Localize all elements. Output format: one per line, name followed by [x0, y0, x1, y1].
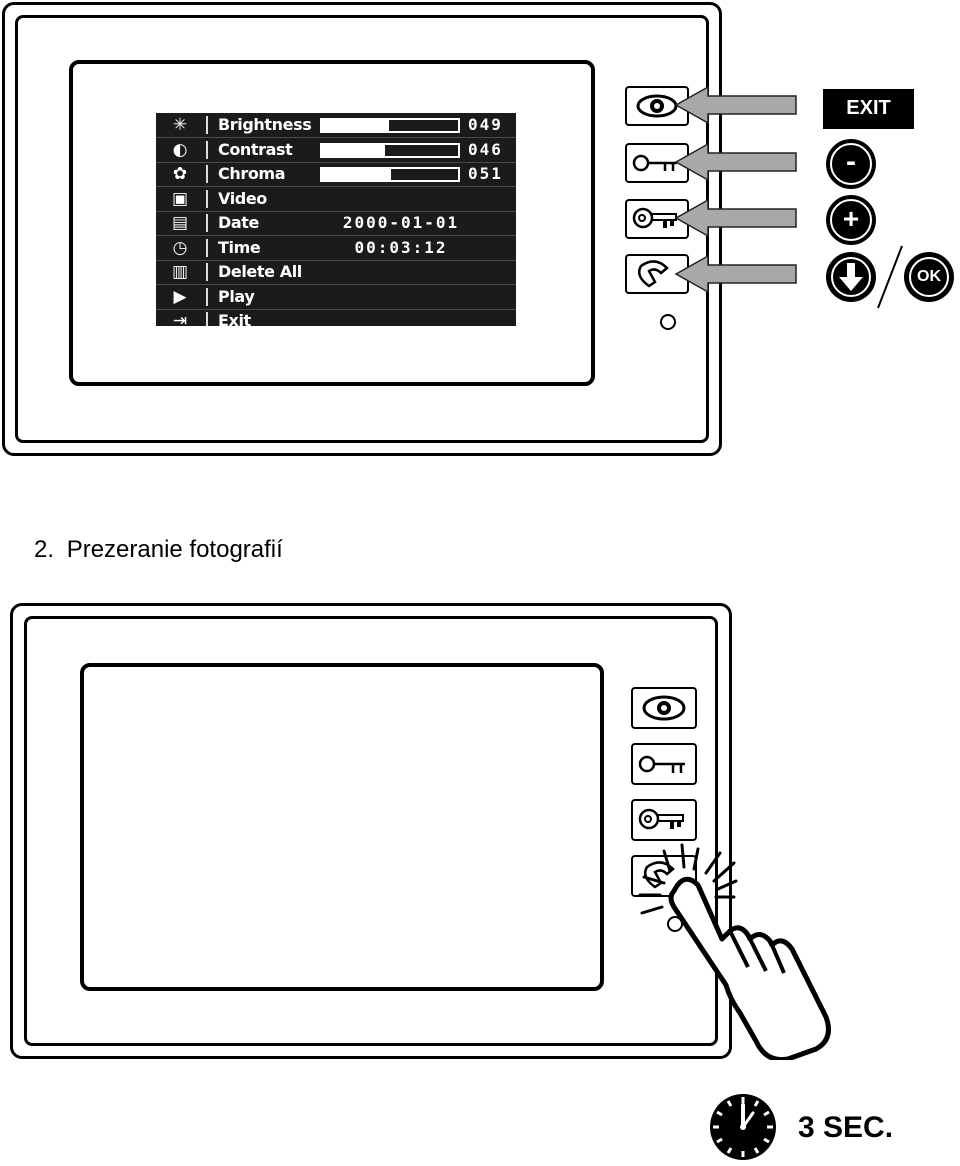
- pressing-hand-icon: [638, 843, 831, 1060]
- section-heading: 2. Prezeranie fotografií: [34, 536, 283, 564]
- minus-icon: -: [826, 139, 876, 189]
- osd-value: 051: [468, 164, 503, 183]
- osd-separator: [206, 189, 208, 208]
- osd-menu: ✳ Brightness 049 ◐ Contrast 046 ✿ Chroma 051 ▣ Vid…: [156, 113, 516, 326]
- plus-label: +: [830, 199, 872, 241]
- osd-row-brightness[interactable]: ✳ Brightness 049: [156, 113, 516, 138]
- gate-key-button-bottom[interactable]: [631, 799, 697, 841]
- osd-row-chroma[interactable]: ✿ Chroma 051: [156, 162, 516, 187]
- osd-separator: [206, 165, 208, 183]
- osd-label: Video: [218, 188, 267, 208]
- osd-label: Time: [218, 237, 261, 257]
- video-camera-icon: ▣: [171, 188, 189, 209]
- osd-label: Delete All: [218, 262, 302, 281]
- osd-row-delete-all[interactable]: ▥ Delete All: [156, 260, 516, 285]
- indicator-led: [660, 314, 676, 330]
- calendar-icon: ▤: [171, 213, 189, 233]
- clock-icon: ◷: [172, 237, 188, 258]
- osd-label: Play: [218, 286, 255, 306]
- osd-separator: [206, 312, 208, 326]
- pointer-arrows: [674, 85, 797, 294]
- exit-icon: ⇥: [172, 311, 188, 326]
- trash-icon: ▥: [171, 262, 189, 282]
- osd-level-bar[interactable]: [320, 118, 460, 133]
- monitor-eye-button-bottom[interactable]: [631, 687, 697, 729]
- osd-separator: [206, 116, 208, 134]
- ok-icon: OK: [904, 252, 954, 302]
- exit-label: EXIT: [823, 89, 914, 129]
- osd-value: 2000-01-01: [342, 213, 460, 232]
- section-number: 2.: [34, 536, 55, 563]
- chroma-icon: ✿: [172, 164, 188, 184]
- osd-row-exit[interactable]: ⇥ Exit: [156, 309, 516, 326]
- duration-label: 3 SEC.: [798, 1111, 894, 1144]
- device-screen-top: ✳ Brightness 049 ◐ Contrast 046 ✿ Chroma 051 ▣ Vid…: [69, 60, 595, 386]
- down-arrow-icon: [826, 252, 876, 302]
- osd-separator: [206, 214, 208, 232]
- osd-row-play[interactable]: ▶ Play: [156, 285, 516, 310]
- osd-separator: [206, 263, 208, 281]
- section-title: Prezeranie fotografií: [66, 536, 283, 563]
- device-screen-bottom: [80, 663, 604, 991]
- osd-row-video[interactable]: ▣ Video: [156, 187, 516, 212]
- unlock-key-button-bottom[interactable]: [631, 743, 697, 785]
- osd-value: 046: [468, 139, 503, 159]
- plus-icon: +: [826, 195, 876, 245]
- osd-separator: [206, 287, 208, 306]
- osd-level-fill: [322, 144, 385, 156]
- osd-label: Brightness: [218, 115, 312, 134]
- indicator-led-bottom: [667, 916, 683, 932]
- osd-row-time[interactable]: ◷ Time 00:03:12: [156, 236, 516, 261]
- osd-level-fill: [322, 120, 389, 131]
- osd-level-fill: [322, 169, 392, 180]
- play-icon: ▶: [173, 286, 187, 307]
- or-slash-icon: [877, 245, 903, 309]
- minus-label: -: [830, 143, 872, 185]
- osd-separator: [206, 140, 208, 159]
- osd-label: Chroma: [218, 164, 286, 183]
- osd-label: Date: [218, 213, 259, 232]
- osd-level-bar[interactable]: [320, 142, 460, 158]
- osd-label: Exit: [218, 311, 251, 326]
- osd-row-date[interactable]: ▤ Date 2000-01-01: [156, 211, 516, 236]
- osd-label: Contrast: [218, 139, 293, 159]
- osd-separator: [206, 238, 208, 257]
- brightness-icon: ✳: [172, 115, 188, 135]
- osd-row-contrast[interactable]: ◐ Contrast 046: [156, 138, 516, 163]
- clock-icon: [710, 1094, 776, 1160]
- osd-value: 00:03:12: [354, 237, 448, 257]
- osd-value: 049: [468, 115, 503, 134]
- osd-level-bar[interactable]: [320, 167, 460, 182]
- ok-label: OK: [909, 257, 949, 297]
- contrast-icon: ◐: [172, 139, 188, 160]
